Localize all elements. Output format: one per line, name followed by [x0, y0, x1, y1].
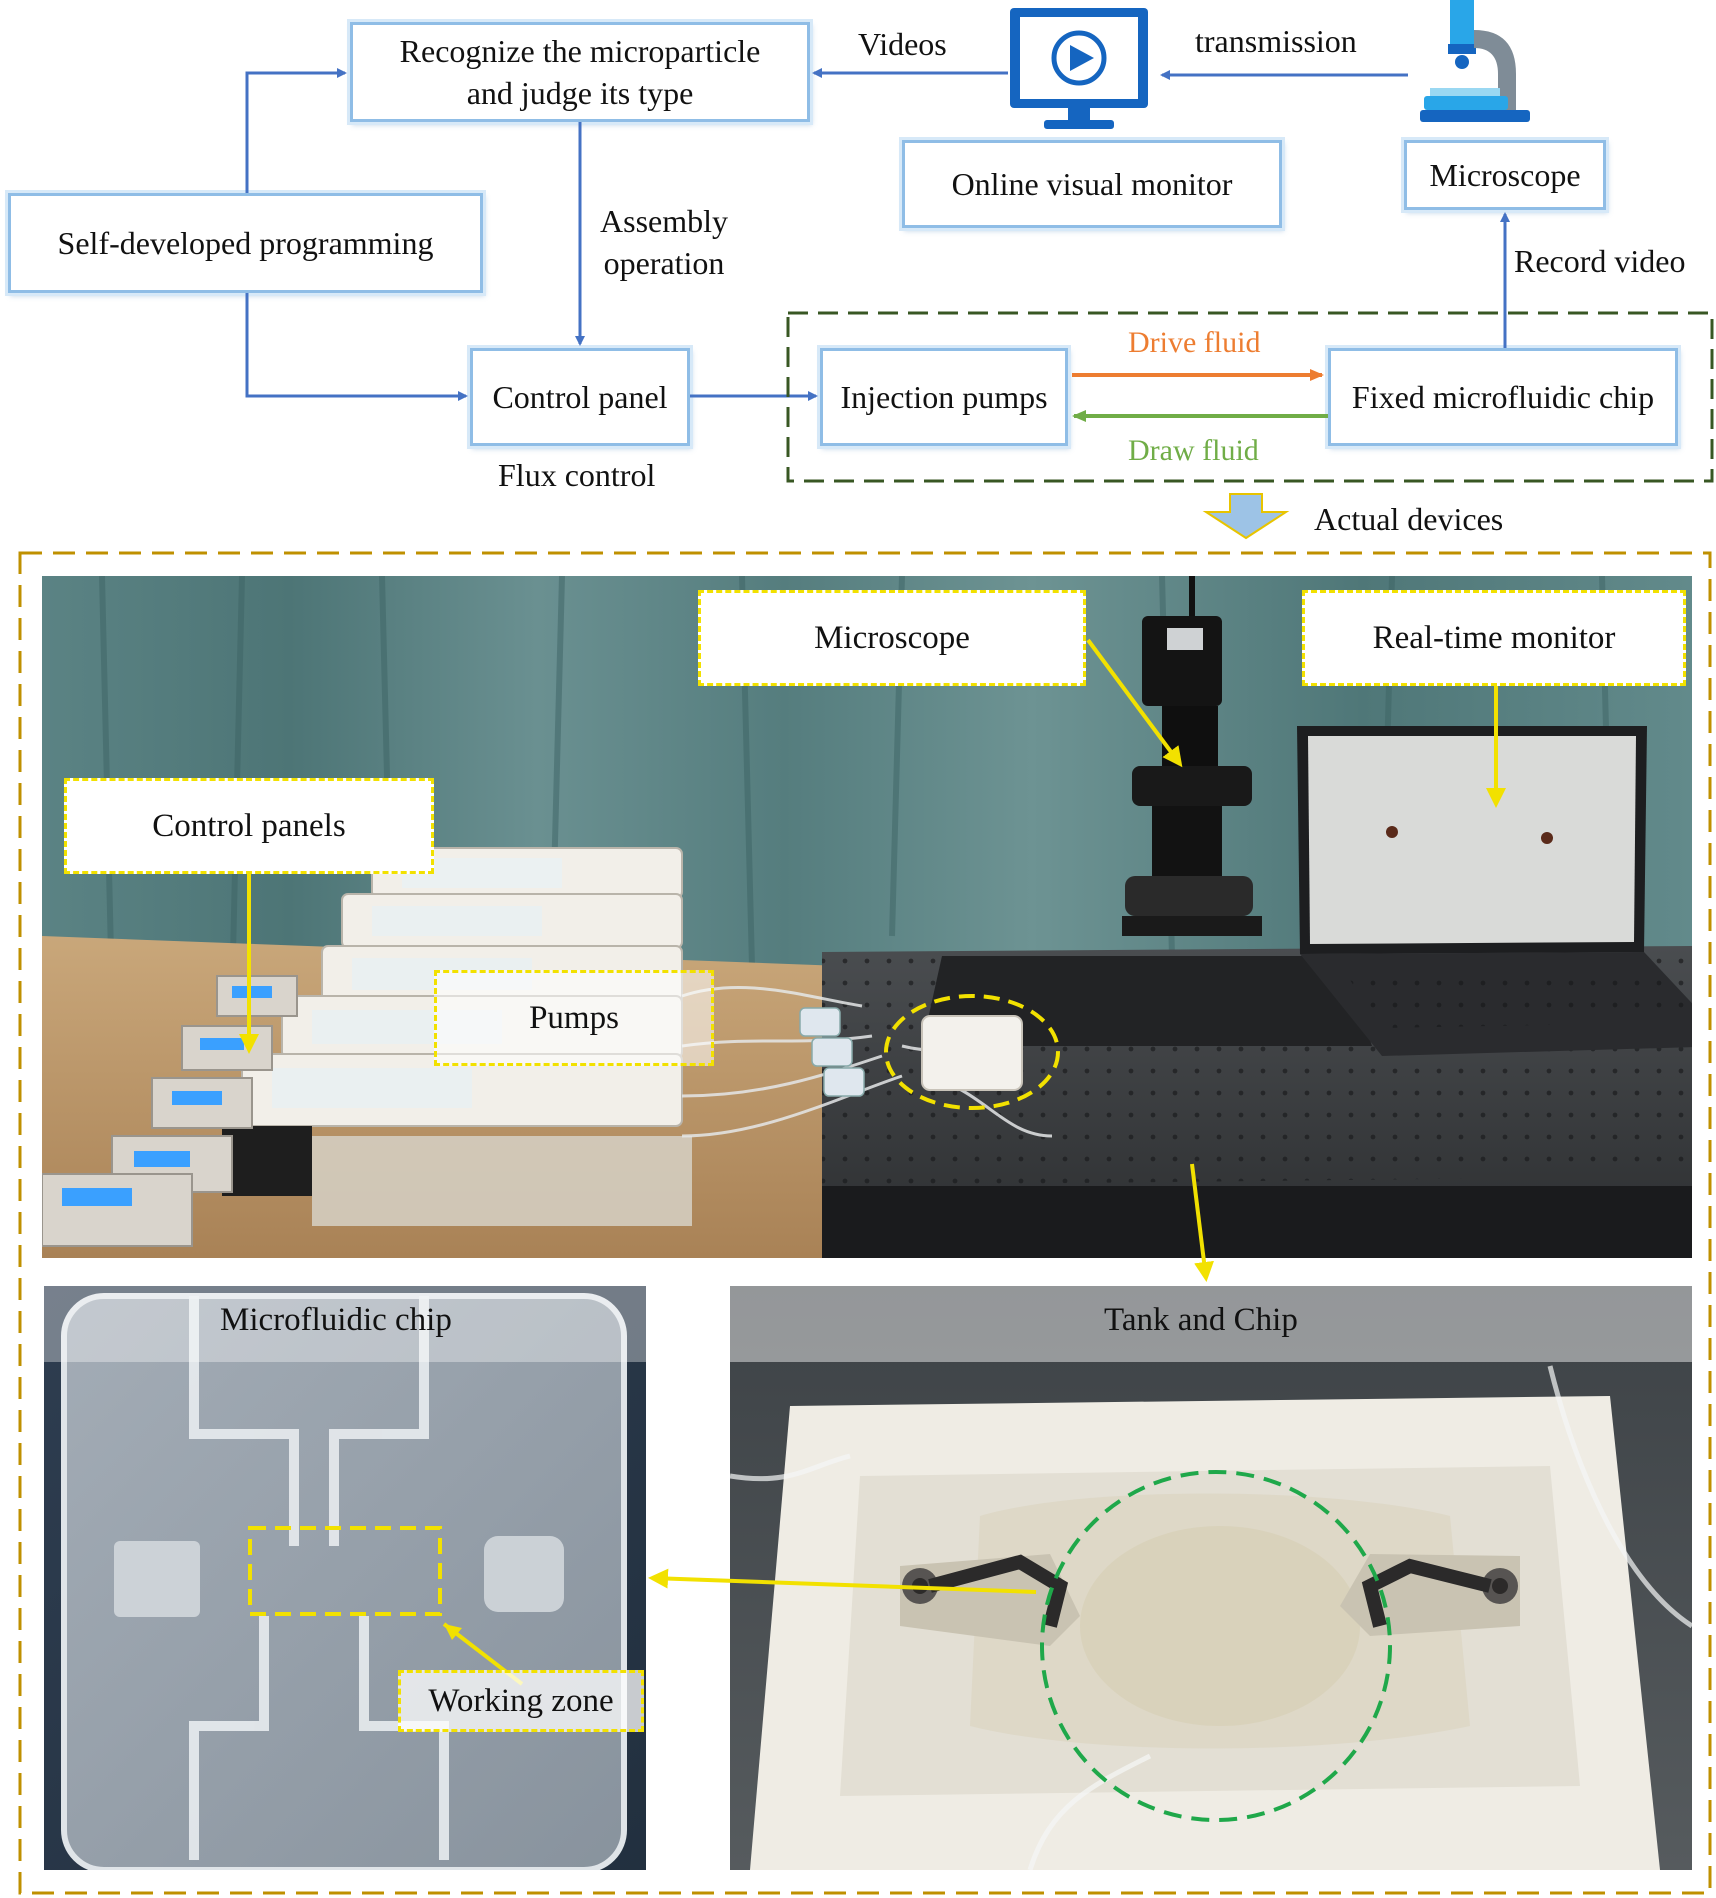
microscope-photo-label: Microscope — [698, 590, 1086, 686]
actual-devices-frame — [18, 551, 1712, 1895]
microscope-icon — [1420, 0, 1530, 122]
microfluidic-chip-caption: Microfluidic chip — [220, 1302, 452, 1338]
microscope-box: Microscope — [1404, 140, 1606, 210]
pumps-photo-label: Pumps — [434, 970, 714, 1066]
lab-setup-photo — [42, 576, 1692, 1258]
injection-pumps-box: Injection pumps — [820, 348, 1068, 446]
control-panels-photo-label: Control panels — [64, 778, 434, 874]
draw-fluid-label: Draw fluid — [1128, 434, 1259, 467]
drive-fluid-label: Drive fluid — [1128, 326, 1261, 359]
monitor-icon — [1010, 8, 1148, 129]
assembly-label: Assembly operation — [600, 203, 728, 281]
actual-devices-label: Actual devices — [1314, 501, 1504, 537]
online-monitor-box: Online visual monitor — [902, 140, 1282, 228]
chip-holder-pointer-arrow — [1190, 1163, 1214, 1282]
working-zone-label: Working zone — [398, 1670, 644, 1732]
microscope-pointer-arrow — [1086, 638, 1183, 768]
control-panel-box: Control panel — [470, 348, 690, 446]
record-video-label: Record video — [1514, 243, 1686, 279]
tank-to-chip-pointer-arrow — [648, 1568, 1037, 1594]
pump-chip-group-frame — [786, 311, 1714, 483]
actual-devices-arrow-icon — [1202, 493, 1290, 540]
tank-and-chip-caption: Tank and Chip — [1104, 1302, 1298, 1338]
flux-control-label: Flux control — [498, 457, 656, 493]
tank-and-chip-photo — [730, 1286, 1692, 1870]
recognize-box: Recognize the microparticle and judge it… — [350, 22, 810, 122]
realtime-monitor-photo-label: Real-time monitor — [1302, 590, 1686, 686]
microfluidic-chip-photo — [44, 1286, 646, 1870]
transmission-label: transmission — [1195, 23, 1357, 59]
videos-label: Videos — [858, 26, 947, 62]
fixed-chip-box: Fixed microfluidic chip — [1328, 348, 1678, 446]
programming-box: Self-developed programming — [8, 193, 483, 293]
flow-arrows — [245, 68, 1510, 401]
